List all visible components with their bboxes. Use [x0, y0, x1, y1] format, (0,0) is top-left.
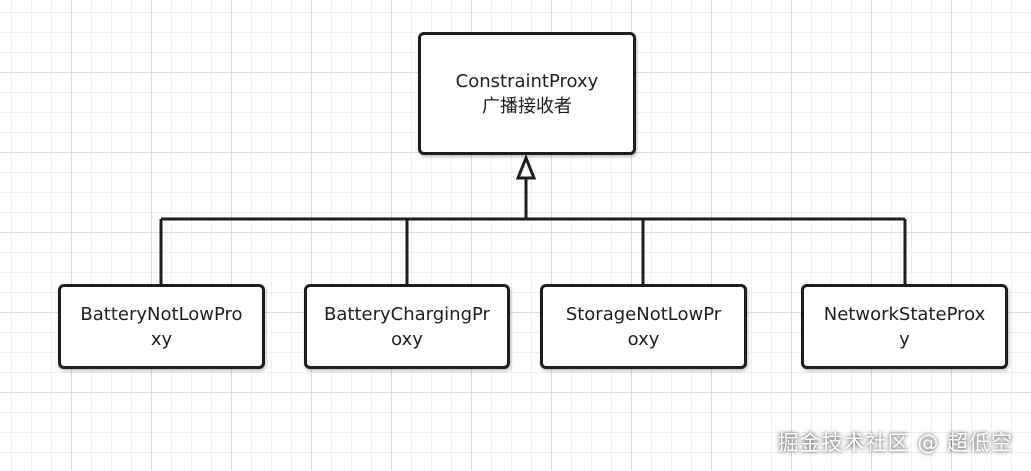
battery-charging-proxy-node[interactable]: BatteryChargingPr oxy	[304, 284, 510, 369]
storage-not-low-proxy-node[interactable]: StorageNotLowPr oxy	[540, 284, 747, 369]
node-label-line1: BatteryChargingPr	[324, 303, 490, 325]
node-label-line1: BatteryNotLowPro	[80, 303, 243, 325]
node-label-line1: ConstraintProxy	[455, 70, 599, 92]
node-label-line1: StorageNotLowPr	[565, 303, 722, 325]
node-label-line2: oxy	[391, 328, 423, 350]
node-label-line2: xy	[150, 328, 173, 350]
node-label-line2: y	[899, 328, 910, 350]
constraint-proxy-node[interactable]: ConstraintProxy 广播接收者	[418, 32, 636, 155]
node-label-line2: oxy	[627, 328, 660, 350]
inheritance-arrowhead	[515, 153, 537, 180]
battery-not-low-proxy-node[interactable]: BatteryNotLowPro xy	[58, 284, 265, 369]
network-state-proxy-node[interactable]: NetworkStateProx y	[801, 284, 1008, 369]
node-label-line2: 广播接收者	[481, 95, 572, 117]
node-label-line1: NetworkStateProx	[823, 303, 986, 325]
watermark: 掘金技术社区 @ 超低空	[777, 431, 1013, 455]
